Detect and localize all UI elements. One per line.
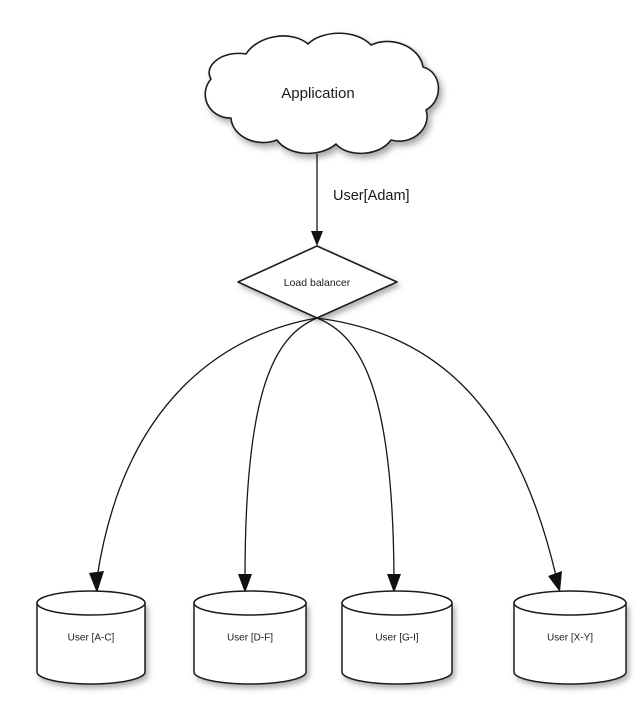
database-1-label: User [A-C] [68,633,115,644]
database-2-body [193,602,307,685]
edge-balancer-to-database-2 [238,317,318,593]
balancer-db1-arrowhead [89,571,104,593]
database-3-label: User [G-I] [375,633,419,644]
balancer-db2-curve [244,317,318,579]
node-database-4[interactable]: User [X-Y] [513,590,627,685]
database-3-body [341,602,453,685]
database-3-top [341,590,453,616]
cloud-shape [204,32,440,155]
database-1-body [36,602,146,685]
database-4-top [513,590,627,616]
application-balancer-arrowhead [311,231,323,246]
node-application[interactable]: Application [204,32,440,155]
database-4-body [513,602,627,685]
application-label: Application [281,85,354,102]
balancer-db3-curve [316,317,395,579]
edge-balancer-to-database-4 [316,317,562,592]
edge-balancer-to-database-1 [89,317,318,593]
node-load-balancer[interactable]: Load balancer [237,245,398,319]
database-1-top [36,590,146,616]
edge-label-user-adam: User[Adam] [333,188,410,204]
balancer-db1-curve [96,317,318,579]
balancer-db4-arrowhead [548,571,562,592]
balancer-db2-arrowhead [238,574,252,593]
balancer-db3-arrowhead [387,574,401,593]
load-balancer-label: Load balancer [284,277,351,289]
balancer-db4-curve [316,317,557,577]
database-2-top [193,590,307,616]
node-database-2[interactable]: User [D-F] [193,590,307,685]
node-database-1[interactable]: User [A-C] [36,590,146,685]
edge-application-to-balancer: User[Adam] [311,154,410,246]
database-4-label: User [X-Y] [547,633,593,644]
node-database-3[interactable]: User [G-I] [341,590,453,685]
database-2-label: User [D-F] [227,633,273,644]
edge-balancer-to-database-3 [316,317,401,593]
